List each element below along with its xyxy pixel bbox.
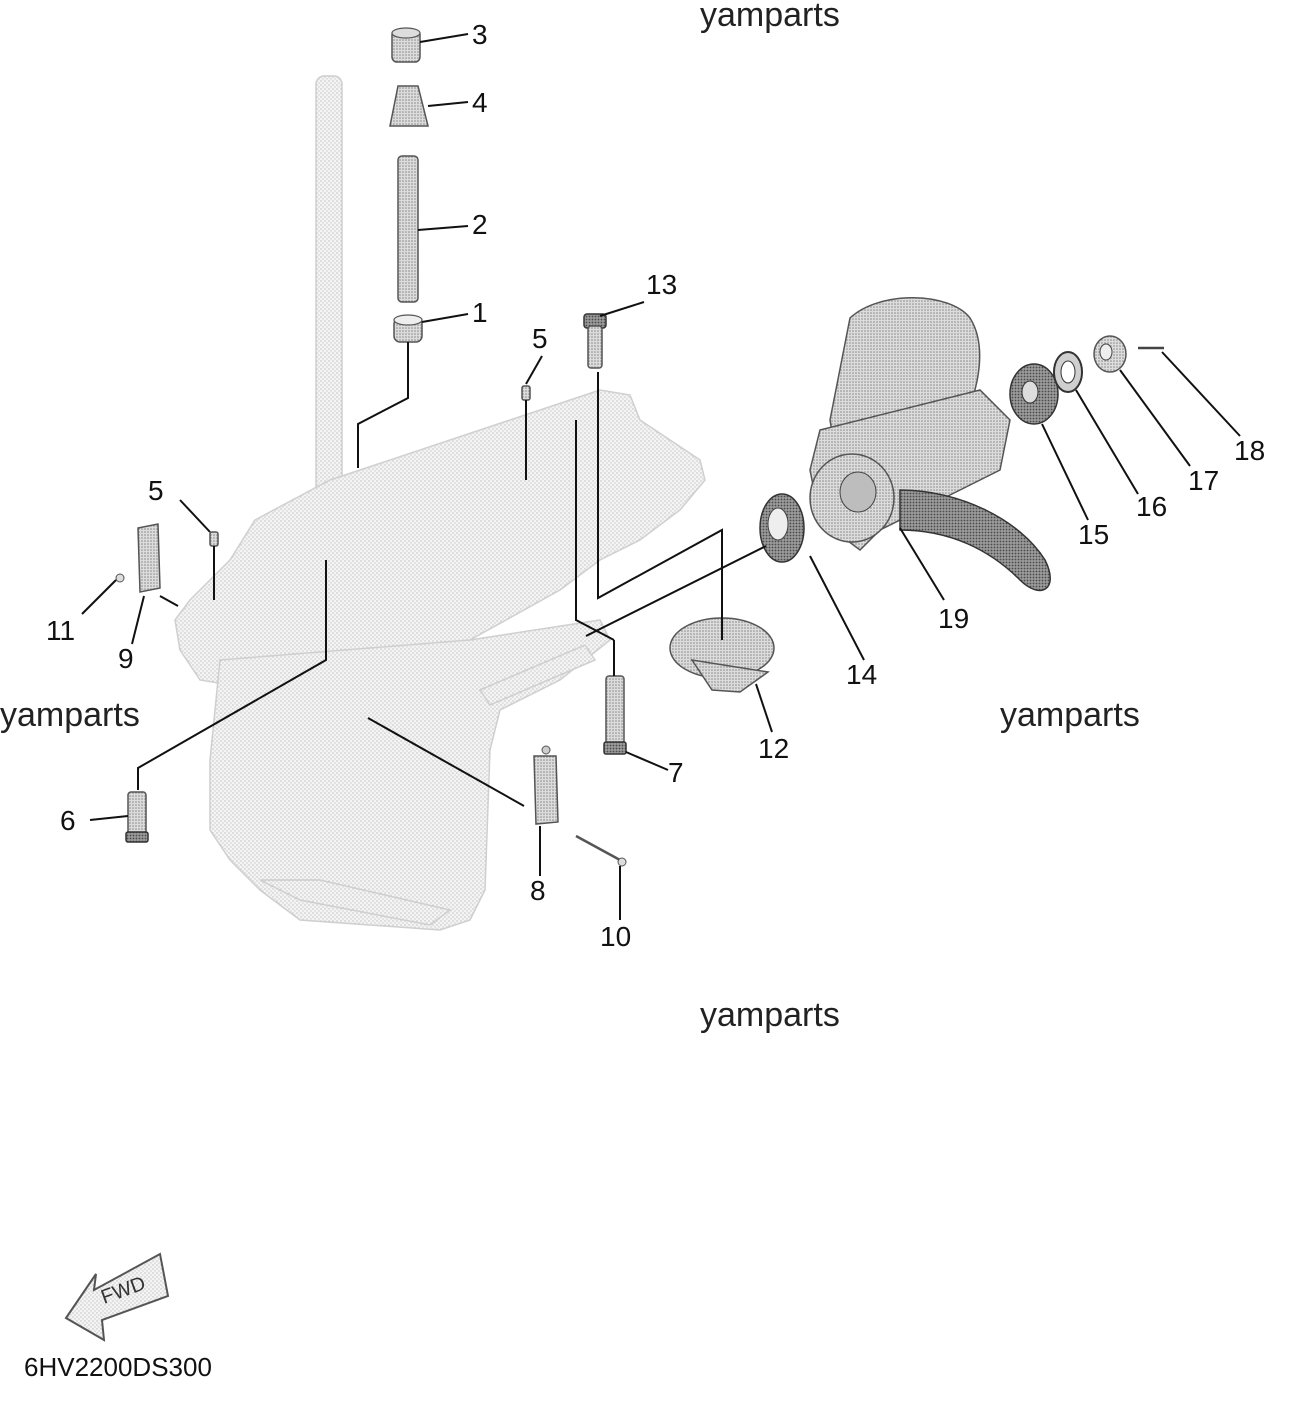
lower-unit-housing (174, 75, 706, 931)
leader-lines (81, 33, 1241, 920)
callout-11: 11 (46, 615, 75, 646)
callout-17: 17 (1188, 465, 1219, 496)
part-3-grommet (391, 27, 421, 63)
part-12-trim-tab (669, 617, 775, 693)
part-10-screw (575, 834, 627, 867)
callout-19: 19 (938, 603, 969, 634)
part-16-washer (1053, 351, 1083, 393)
callout-4: 4 (472, 87, 488, 118)
part-5-plug-top (521, 385, 531, 401)
forward-direction-arrow: FWD (64, 1252, 170, 1342)
part-14-thrust-washer (759, 493, 805, 563)
watermark-top: yamparts (700, 0, 840, 34)
callout-8: 8 (530, 875, 546, 906)
watermark-bottom: yamparts (700, 996, 840, 1034)
part-9-anode (137, 523, 161, 593)
watermark-right: yamparts (1000, 696, 1140, 734)
callout-7: 7 (668, 757, 684, 788)
part-8-anode (533, 745, 559, 825)
part-5-plug-left (209, 531, 219, 547)
part-15-spacer (1009, 363, 1059, 425)
part-13-bolt (583, 313, 607, 369)
part-7-bolt (603, 675, 627, 755)
callout-18: 18 (1234, 435, 1265, 466)
part-11-screw (115, 573, 125, 583)
callout-1: 1 (472, 297, 488, 328)
callout-5-left: 5 (148, 475, 164, 506)
callout-9: 9 (118, 643, 134, 674)
diagram-code: 6HV2200DS300 (24, 1352, 212, 1382)
callout-5-top: 5 (532, 323, 548, 354)
callout-2: 2 (472, 209, 488, 240)
callout-12: 12 (758, 733, 789, 764)
part-4-cap (389, 85, 429, 127)
callout-3: 3 (472, 19, 488, 50)
part-1-bushing (393, 314, 423, 343)
callout-6: 6 (60, 805, 76, 836)
watermark-left: yamparts (0, 696, 140, 734)
part-19-propeller (809, 297, 1051, 591)
callout-14: 14 (846, 659, 877, 690)
part-2-tube (397, 155, 419, 303)
part-17-nut (1093, 335, 1127, 373)
callout-16: 16 (1136, 491, 1167, 522)
part-6-bolt (125, 791, 149, 843)
callout-labels: 1 2 3 4 5 5 6 7 8 9 10 11 12 13 14 15 16… (46, 19, 1265, 952)
callout-15: 15 (1078, 519, 1109, 550)
callout-10: 10 (600, 921, 631, 952)
callout-13: 13 (646, 269, 677, 300)
